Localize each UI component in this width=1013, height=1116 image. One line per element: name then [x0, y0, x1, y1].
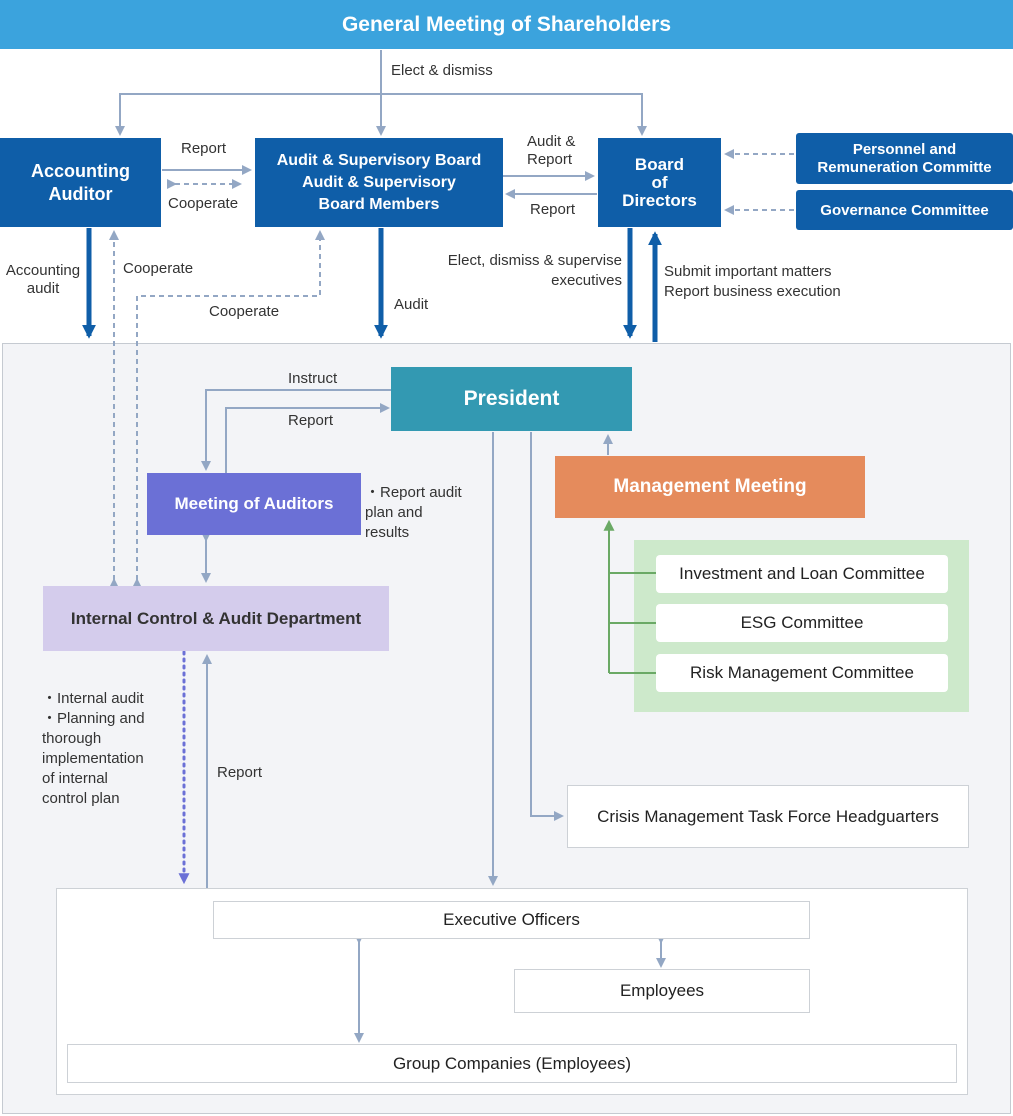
- governance-committee-box[interactable]: Governance Committee: [796, 190, 1013, 230]
- crisis-management-hq-box[interactable]: Crisis Management Task Force Headguarter…: [567, 785, 969, 848]
- board-of-directors-box[interactable]: Board of Directors: [598, 138, 721, 227]
- risk-management-committee-box[interactable]: Risk Management Committee: [656, 654, 948, 692]
- report-label-3: Report: [288, 412, 334, 429]
- executive-connectors: [354, 934, 666, 1043]
- report-label-2: Report: [530, 201, 576, 218]
- instruct-label: Instruct: [288, 370, 338, 387]
- auditor-board-connectors: [162, 165, 252, 189]
- internal-control-audit-department-box[interactable]: Internal Control & Audit Department: [43, 586, 389, 651]
- thick-blue-arrows: [82, 228, 662, 342]
- cooperate-label-3: Cooperate: [209, 303, 280, 320]
- elect-dismiss-label: Elect & dismiss: [391, 62, 493, 79]
- report-label-4: Report: [217, 764, 263, 781]
- accounting-auditor-box[interactable]: Accounting Auditor: [0, 138, 161, 227]
- committee-board-connectors: [724, 149, 794, 215]
- cooperate-dashed-connectors: [109, 230, 325, 588]
- internal-audit-notes-label: ・Internal audit ・Planning and thorough i…: [42, 690, 145, 807]
- board-audit-connectors: [503, 171, 597, 199]
- submit-report-label: Submit important matters Report business…: [664, 263, 841, 300]
- accounting-audit-label: Accounting audit: [5, 262, 81, 297]
- header-title: General Meeting of Shareholders: [341, 12, 672, 36]
- committee-green-connectors: [603, 519, 656, 674]
- audit-supervisory-board-box[interactable]: Audit & Supervisory Board Audit & Superv…: [255, 138, 503, 227]
- employees-box[interactable]: Employees: [514, 969, 810, 1013]
- management-meeting-box[interactable]: Management Meeting: [555, 456, 865, 518]
- report-audit-plan-label: ・Report audit plan and results: [365, 484, 462, 541]
- meeting-of-auditors-box[interactable]: Meeting of Auditors: [147, 473, 361, 535]
- instruct-report-connectors: [201, 389, 392, 473]
- esg-committee-box[interactable]: ESG Committee: [656, 604, 948, 642]
- elect-supervise-label: Elect, dismiss & supervise executives: [447, 252, 622, 289]
- audit-label: Audit: [394, 296, 429, 313]
- audit-report-label: Audit & Report: [527, 133, 576, 168]
- group-companies-box[interactable]: Group Companies (Employees): [67, 1044, 957, 1083]
- cooperate-label-2: Cooperate: [123, 260, 194, 277]
- president-crisis-connector: [530, 432, 564, 821]
- president-box[interactable]: President: [391, 367, 632, 431]
- executive-officers-box[interactable]: Executive Officers: [213, 901, 810, 939]
- elect-dismiss-connector: [115, 50, 647, 136]
- cooperate-label-1: Cooperate: [168, 195, 239, 212]
- investment-loan-committee-box[interactable]: Investment and Loan Committee: [656, 555, 948, 593]
- report-label-1: Report: [181, 140, 227, 157]
- personnel-remuneration-committee-box[interactable]: Personnel and Remuneration Committe: [796, 133, 1013, 184]
- header-bar: General Meeting of Shareholders: [0, 0, 1013, 49]
